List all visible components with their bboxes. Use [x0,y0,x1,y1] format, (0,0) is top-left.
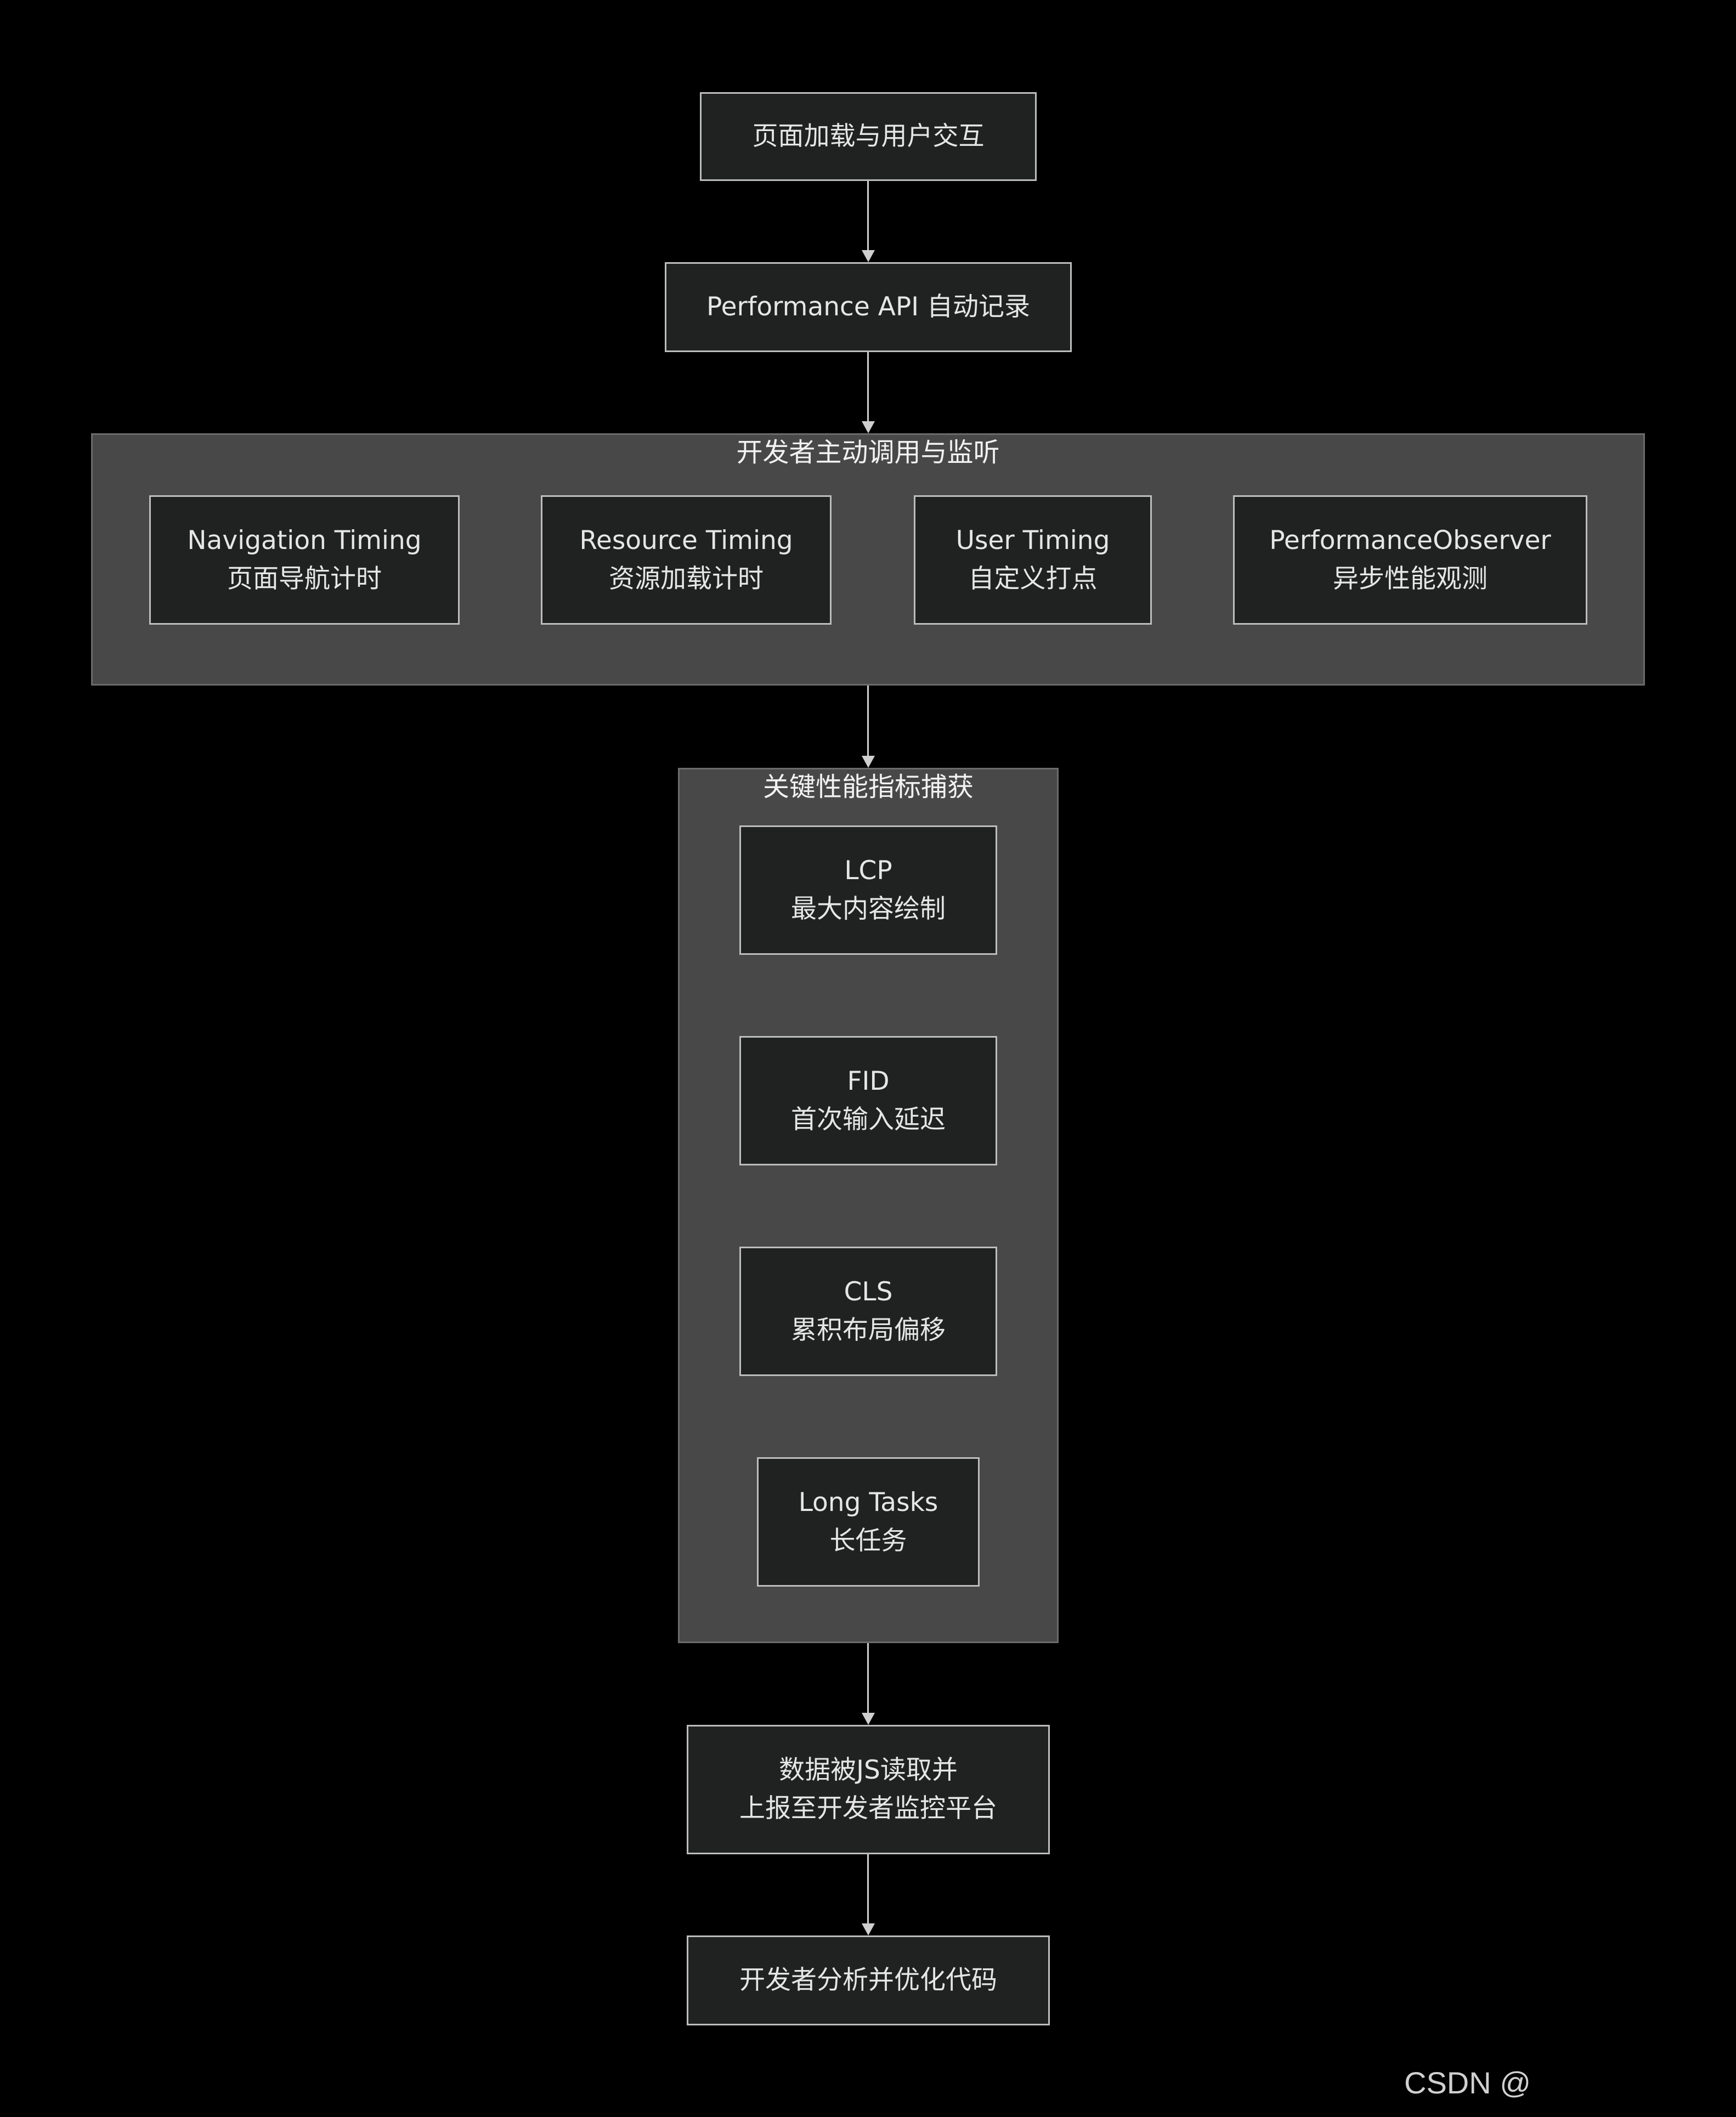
node-label-line1: 数据被JS读取并 [779,1755,958,1785]
node-label-en: Navigation Timing [187,525,422,556]
node-label-en: Long Tasks [798,1487,938,1518]
node-performance-api: Performance API 自动记录 [665,262,1072,352]
node-label-zh: 最大内容绘制 [791,894,946,924]
arrowhead-icon [862,1923,875,1935]
node-page-load: 页面加载与用户交互 [700,92,1037,181]
node-label: 页面加载与用户交互 [752,121,985,151]
node-label-zh: 资源加载计时 [609,564,764,594]
arrowhead-icon [862,421,875,433]
watermark: CSDN @ [1404,2065,1531,2100]
cluster-title-key-metrics: 关键性能指标捕获 [762,772,974,802]
edge-developer-calls-to-key-metrics [867,686,869,756]
node-label-en: FID [847,1066,890,1096]
edge-performance-api-to-developer-calls [867,352,869,421]
arrowhead-icon [862,1713,875,1725]
node-user-timing: User Timing 自定义打点 [914,495,1152,625]
node-label-zh: 自定义打点 [968,564,1098,594]
node-navigation-timing: Navigation Timing 页面导航计时 [149,495,460,625]
node-cls: CLS 累积布局偏移 [739,1247,997,1376]
arrowhead-icon [862,756,875,768]
edge-page-load-to-performance-api [867,181,869,250]
node-label-en: CLS [844,1277,893,1307]
node-label: Performance API 自动记录 [706,292,1031,322]
node-label-zh: 累积布局偏移 [791,1315,946,1345]
node-label-zh: 异步性能观测 [1333,564,1488,594]
node-label: 开发者分析并优化代码 [739,1965,997,1995]
cluster-title-developer-calls: 开发者主动调用与监听 [736,437,1000,468]
node-optimize: 开发者分析并优化代码 [687,1935,1050,2025]
node-label-zh: 页面导航计时 [227,564,382,594]
node-label-zh: 长任务 [829,1526,907,1556]
node-performance-observer: PerformanceObserver 异步性能观测 [1233,495,1587,625]
node-label-line2: 上报至开发者监控平台 [739,1793,997,1824]
node-report: 数据被JS读取并 上报至开发者监控平台 [687,1725,1050,1854]
node-lcp: LCP 最大内容绘制 [739,825,997,955]
arrowhead-icon [862,250,875,262]
node-label-en: PerformanceObserver [1269,525,1551,556]
node-label-zh: 首次输入延迟 [791,1105,946,1135]
node-label-en: User Timing [955,525,1110,556]
node-fid: FID 首次输入延迟 [739,1036,997,1165]
node-label-en: Resource Timing [579,525,793,556]
node-long-tasks: Long Tasks 长任务 [757,1457,980,1587]
node-label-en: LCP [844,856,892,886]
edge-key-metrics-to-report [867,1643,869,1713]
node-resource-timing: Resource Timing 资源加载计时 [541,495,832,625]
edge-report-to-optimize [867,1854,869,1923]
